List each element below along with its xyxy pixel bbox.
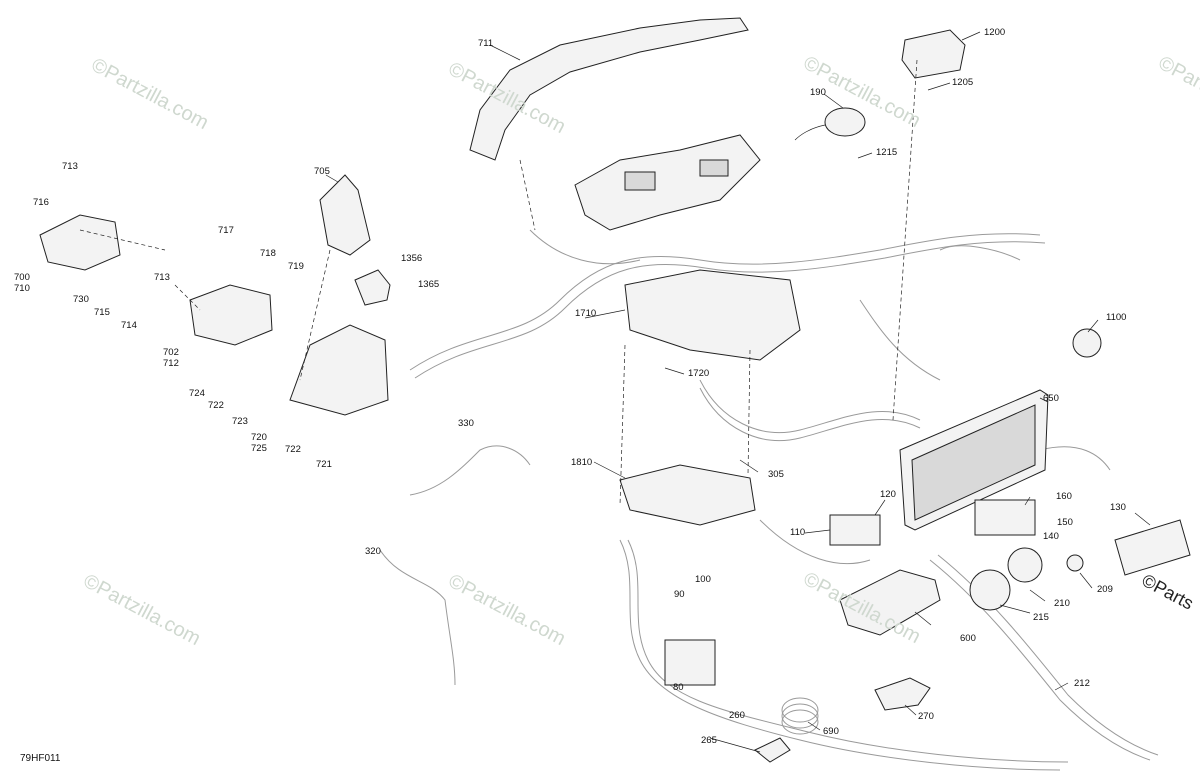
callout-209: 209 — [1097, 584, 1113, 595]
callout-130: 130 — [1110, 502, 1126, 513]
callout-1200: 1200 — [984, 27, 1006, 38]
callout-600: 600 — [960, 633, 976, 644]
callout-650: 650 — [1043, 393, 1059, 404]
module-700 — [39, 214, 121, 271]
upper-bracket-assembly — [574, 134, 761, 231]
callout-722: 722 — [285, 444, 301, 455]
callout-1710: 1710 — [575, 308, 597, 319]
callout-305: 305 — [768, 469, 784, 480]
callout-270: 270 — [918, 711, 934, 722]
callout-265: 265 — [701, 735, 717, 746]
callout-150: 150 — [1057, 517, 1073, 528]
mounting-plate-1710 — [624, 269, 801, 361]
callout-100: 100 — [695, 574, 711, 585]
callout-330: 330 — [458, 418, 474, 429]
sensor-190 — [794, 107, 866, 141]
callout-1215: 1215 — [876, 147, 898, 158]
callout-120: 120 — [880, 489, 896, 500]
coil-690 — [754, 677, 931, 763]
callout-717: 717 — [218, 225, 234, 236]
callout-720: 720 — [251, 432, 267, 443]
ecu-1810 — [619, 464, 756, 526]
callout-260: 260 — [729, 710, 745, 721]
callout-716: 716 — [33, 197, 49, 208]
wiring-harness — [409, 229, 1159, 771]
callout-212: 212 — [1074, 678, 1090, 689]
callout-725: 725 — [251, 443, 267, 454]
callout-710: 710 — [14, 283, 30, 294]
sub-harnesses — [379, 445, 531, 686]
callout-210: 210 — [1054, 598, 1070, 609]
alignment-lines — [79, 59, 918, 506]
callout-215: 215 — [1033, 612, 1049, 623]
callout-705: 705 — [314, 166, 330, 177]
module-702 — [189, 284, 273, 346]
gauge-600 — [839, 569, 941, 636]
callout-1356: 1356 — [401, 253, 423, 264]
switch-panels — [664, 499, 1191, 686]
relay-1200 — [901, 29, 966, 79]
leader-lines — [325, 31, 1151, 753]
callout-714: 714 — [121, 320, 137, 331]
callout-320: 320 — [365, 546, 381, 557]
block-1356 — [354, 269, 391, 306]
callout-718: 718 — [260, 248, 276, 259]
callout-719: 719 — [288, 261, 304, 272]
callout-1100: 1100 — [1106, 312, 1127, 323]
callout-1720: 1720 — [688, 368, 710, 379]
callout-715: 715 — [94, 307, 110, 318]
callout-160: 160 — [1056, 491, 1072, 502]
bracket-711 — [469, 17, 749, 161]
callout-700: 700 — [14, 272, 30, 283]
callout-713: 713 — [154, 272, 170, 283]
callout-190: 190 — [810, 87, 826, 98]
round-connectors — [969, 328, 1102, 611]
bracket-705 — [319, 174, 371, 256]
callout-712: 712 — [163, 358, 179, 369]
callout-1810: 1810 — [571, 457, 593, 468]
diagram-code: 79HF011 — [20, 753, 61, 764]
callout-724: 724 — [189, 388, 205, 399]
callout-713: 713 — [62, 161, 78, 172]
callout-723: 723 — [232, 416, 248, 427]
callout-730: 730 — [73, 294, 89, 305]
bracket-720 — [289, 324, 389, 416]
callout-702: 702 — [163, 347, 179, 358]
display-650 — [899, 389, 1049, 531]
callout-140: 140 — [1043, 531, 1059, 542]
callout-711: 711 — [478, 38, 494, 49]
callout-722: 722 — [208, 400, 224, 411]
callout-690: 690 — [823, 726, 839, 737]
callout-90: 90 — [674, 589, 685, 600]
callout-721: 721 — [316, 459, 332, 470]
callout-1205: 1205 — [952, 77, 974, 88]
callout-80: 80 — [673, 682, 684, 693]
callout-1365: 1365 — [418, 279, 440, 290]
callout-110: 110 — [790, 527, 806, 538]
